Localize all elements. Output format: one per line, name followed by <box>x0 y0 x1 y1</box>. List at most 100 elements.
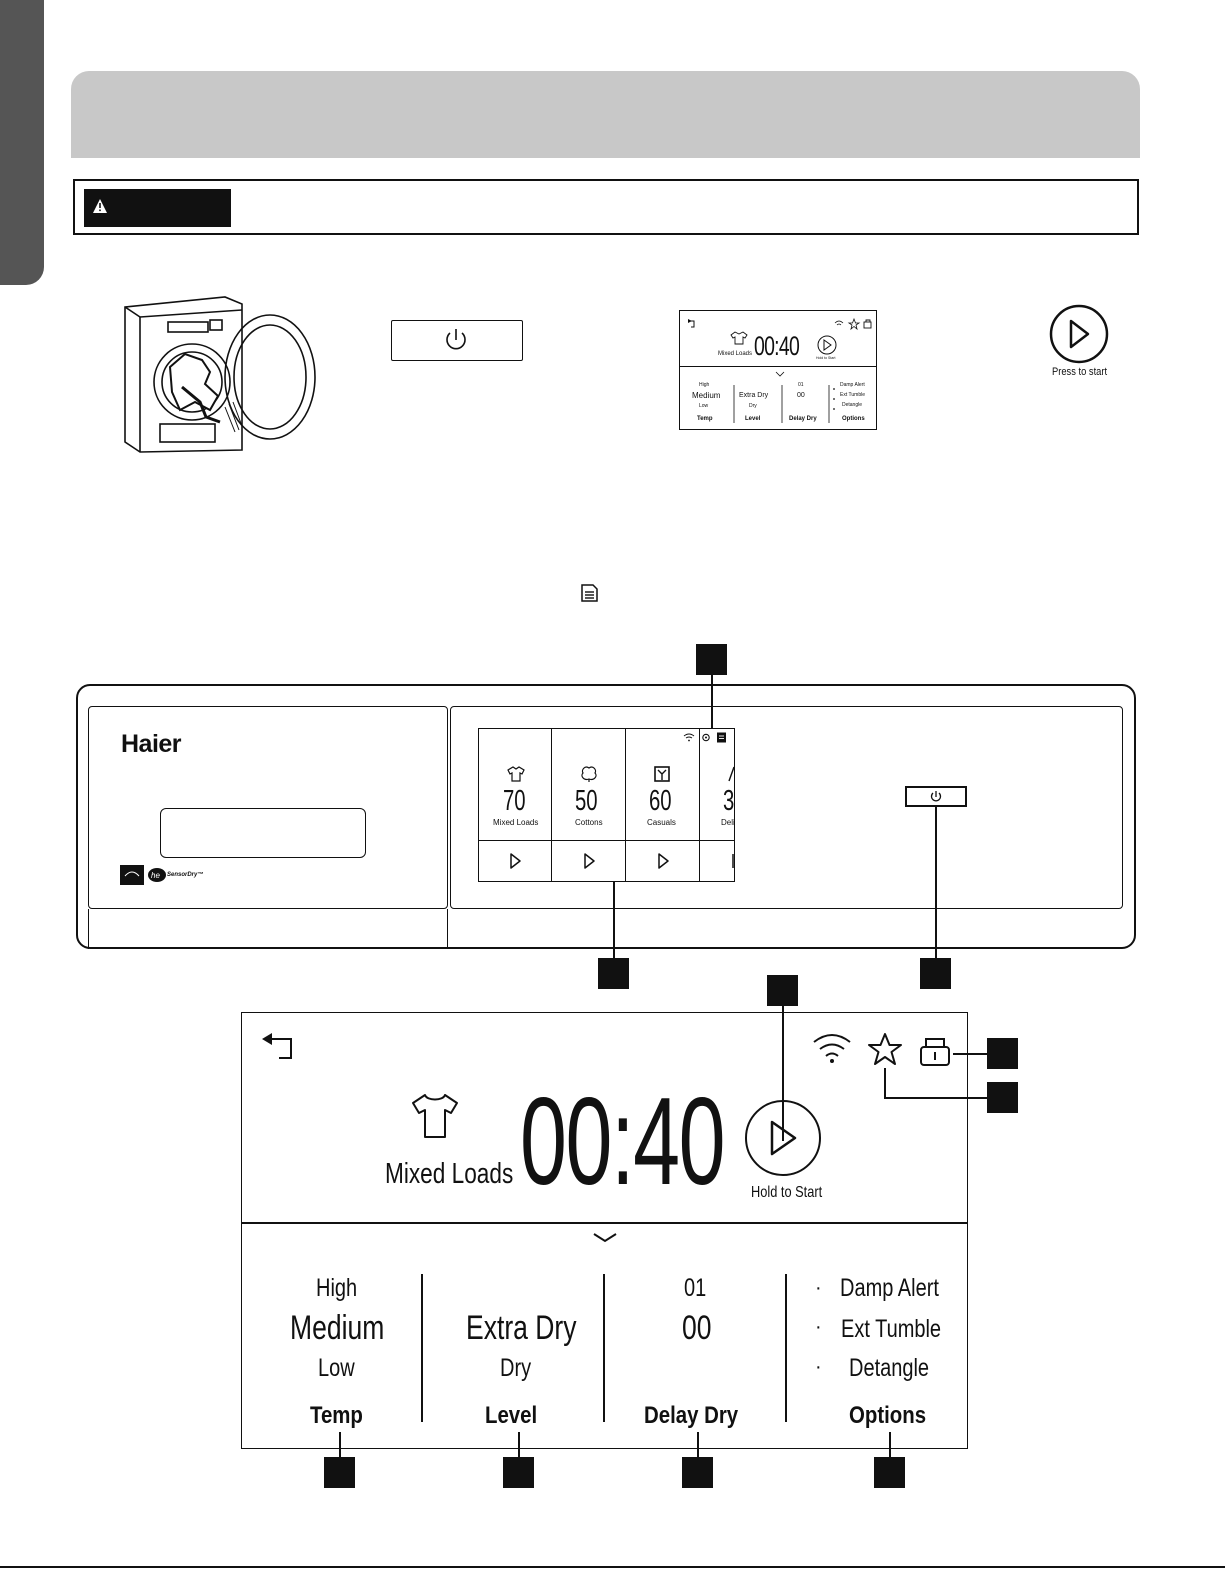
cycle-value: 70 <box>503 785 526 817</box>
callout-line <box>613 882 615 959</box>
cycle-carousel: 70 Mixed Loads 50 Cottons 60 Casuals 3 D… <box>478 728 735 882</box>
panel-power-button[interactable] <box>905 786 967 807</box>
callout-marker <box>874 1457 905 1488</box>
gear-icon <box>702 733 710 742</box>
mini-option-3: Detangle <box>842 402 863 408</box>
option-ext-tumble[interactable]: Ext Tumble <box>841 1315 942 1343</box>
display-section <box>450 706 1123 909</box>
temp-label: Temp <box>310 1402 363 1429</box>
play-icon[interactable] <box>510 853 521 869</box>
shirt-icon <box>412 1094 458 1138</box>
level-extra-dry[interactable]: Extra Dry <box>466 1309 577 1347</box>
section-banner <box>71 71 1140 158</box>
mini-options-label: Options <box>842 416 865 422</box>
chevron-down-icon[interactable] <box>591 1231 619 1245</box>
mini-temp-low: Low <box>699 403 709 409</box>
play-icon[interactable] <box>584 853 595 869</box>
level-label: Level <box>485 1402 538 1429</box>
option-damp-alert[interactable]: Damp Alert <box>840 1274 939 1302</box>
options-label: Options <box>849 1402 927 1429</box>
wifi-icon <box>813 1034 851 1063</box>
lock-icon[interactable] <box>917 1031 953 1069</box>
column-divider <box>421 1274 423 1422</box>
press-to-start-label: Press to start <box>1052 366 1108 378</box>
mini-cycle-name: Mixed Loads <box>718 351 753 357</box>
cycle-card-delicates[interactable]: 3 Deli <box>701 729 735 840</box>
warning-box <box>73 179 1139 235</box>
play-circle-icon <box>1049 304 1109 364</box>
power-icon <box>446 329 467 350</box>
mini-temp-high: High <box>699 382 710 388</box>
callout-marker <box>682 1457 713 1488</box>
column-divider <box>785 1274 787 1422</box>
mini-display-divider <box>679 366 877 367</box>
mini-delay-minutes: 00 <box>797 392 805 399</box>
bullet: · <box>815 1316 822 1338</box>
callout-marker <box>503 1457 534 1488</box>
back-arrow-icon[interactable] <box>260 1030 296 1062</box>
play-icon[interactable] <box>658 853 669 869</box>
mini-temp-label: Temp <box>697 416 713 422</box>
mini-hold-label: Hold to Start <box>816 356 836 360</box>
callout-marker <box>767 975 798 1006</box>
power-button-illustration <box>391 320 523 361</box>
delay-hours[interactable]: 01 <box>684 1274 707 1302</box>
cycle-card-mixed-loads[interactable]: 70 Mixed Loads <box>479 729 551 840</box>
shirt-icon <box>507 766 525 782</box>
cycle-value: 50 <box>575 785 598 817</box>
brand-logo: Haier <box>121 730 182 758</box>
delay-minutes[interactable]: 00 <box>682 1309 712 1347</box>
bullet: · <box>815 1356 822 1378</box>
mini-display-icons <box>688 317 872 423</box>
cycle-card-cottons[interactable]: 50 Cottons <box>553 729 625 840</box>
callout-line <box>935 807 937 959</box>
warning-label <box>84 189 231 227</box>
drawer-handle[interactable] <box>160 808 366 858</box>
temp-high[interactable]: High <box>316 1274 358 1302</box>
mini-delay-hours: 01 <box>798 382 804 388</box>
he-logo-icon: he <box>148 868 166 882</box>
callout-marker <box>324 1457 355 1488</box>
mini-option-2: Ext Tumble <box>840 392 866 398</box>
play-icon <box>770 1120 797 1156</box>
casual-icon <box>654 766 670 782</box>
power-icon <box>930 791 942 802</box>
section-tab <box>0 0 44 285</box>
warning-triangle-icon <box>93 199 107 213</box>
document-icon <box>717 732 726 743</box>
temp-medium[interactable]: Medium <box>290 1309 385 1347</box>
callout-line <box>711 675 713 729</box>
cycle-card-casuals[interactable]: 60 Casuals <box>627 729 699 840</box>
dryer-loading-illustration <box>124 296 316 453</box>
cycle-value: 60 <box>649 785 672 817</box>
option-detangle[interactable]: Detangle <box>849 1354 930 1382</box>
mini-delay-label: Delay Dry <box>789 416 817 422</box>
status-icons-row <box>683 732 726 743</box>
temp-low[interactable]: Low <box>318 1354 355 1382</box>
callout-marker <box>987 1082 1018 1113</box>
callout-marker <box>920 958 951 989</box>
footer-rule <box>0 1566 1225 1568</box>
callout-line <box>889 1432 891 1458</box>
cycle-name: Cottons <box>575 818 603 827</box>
cycle-time: 00:40 <box>520 1073 726 1211</box>
display-divider <box>241 1222 968 1224</box>
callout-marker <box>696 644 727 675</box>
level-dry[interactable]: Dry <box>500 1354 532 1382</box>
callout-line <box>518 1432 520 1458</box>
control-panel <box>76 684 1136 949</box>
favorite-star-icon[interactable] <box>866 1031 904 1069</box>
sensor-dry-label: SensorDry™ <box>167 872 204 878</box>
panel-lower-left <box>88 909 448 949</box>
svg-text:he: he <box>151 871 160 880</box>
wifi-icon <box>683 733 695 739</box>
cycle-name: Mixed Loads <box>385 1158 514 1190</box>
cycle-name: Deli <box>721 818 735 827</box>
callout-line <box>339 1432 341 1458</box>
drawer-section <box>88 706 448 909</box>
hold-to-start-button[interactable] <box>744 1098 824 1178</box>
mini-level-extra: Extra Dry <box>739 392 769 399</box>
callout-line <box>884 1097 988 1099</box>
callout-line <box>953 1053 988 1055</box>
mini-option-1: Damp Alert <box>840 382 865 388</box>
